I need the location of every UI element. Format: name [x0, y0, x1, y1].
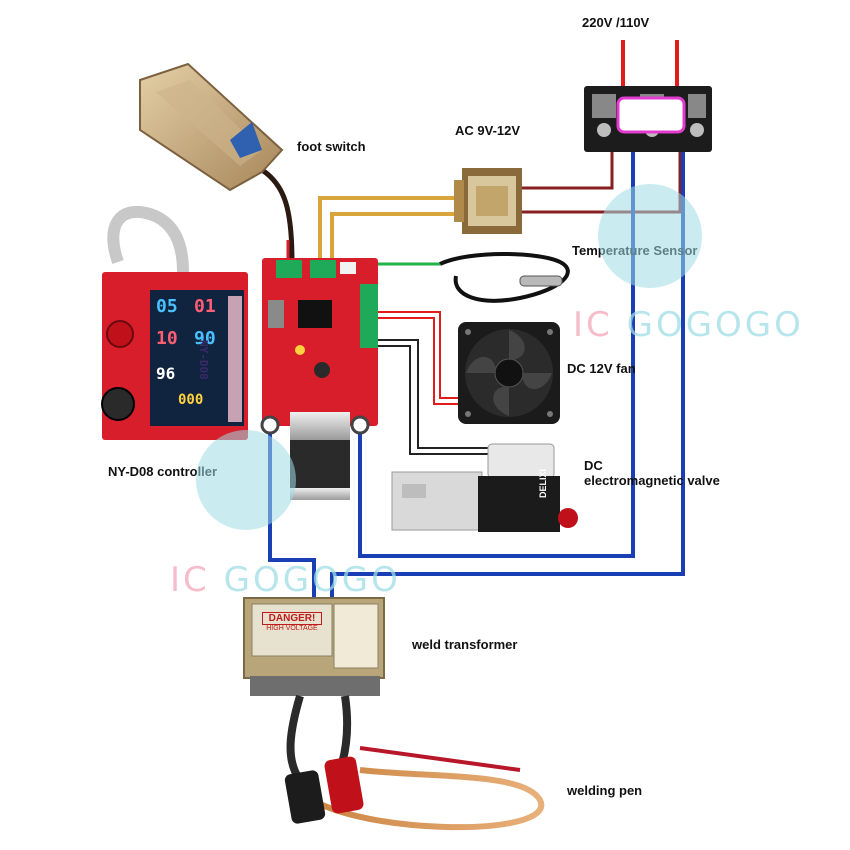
- watermark-logo-1: [598, 184, 702, 288]
- lcd-screen: 05 01 10 90 000 96: [154, 294, 228, 422]
- lcd-model-text: NY-D08: [197, 340, 210, 380]
- danger-plate: DANGER! HIGH VOLTAGE: [262, 612, 322, 632]
- label-fan: DC 12V fan: [567, 361, 636, 376]
- lcd-value-6: 96: [156, 364, 176, 383]
- mains-terminal-block: [584, 86, 712, 152]
- watermark-2: IC GOGOGO: [170, 560, 401, 600]
- mains-input-wires: [621, 40, 679, 88]
- electromagnetic-valve: [391, 443, 578, 532]
- valve-brand: DELIXI: [538, 468, 548, 498]
- main-control-board: [260, 258, 378, 435]
- watermark-1: IC GOGOGO: [573, 305, 804, 345]
- controller-display-board: [101, 272, 248, 440]
- label-welding-pen: welding pen: [567, 783, 643, 798]
- label-mains: 220V /110V: [582, 15, 650, 30]
- watermark-2-prefix: IC: [170, 560, 210, 600]
- watermark-logo-2: [196, 430, 296, 530]
- label-weld-transformer: weld transformer: [412, 637, 518, 652]
- label-ac-supply: AC 9V-12V: [455, 123, 521, 138]
- ac-transformer: [454, 168, 522, 234]
- triac-heatsink: [290, 412, 350, 500]
- dc-fan: [458, 322, 560, 424]
- welding-pen: [284, 746, 545, 831]
- fan-wires: [378, 311, 458, 405]
- foot-switch-cable: [260, 167, 295, 263]
- danger-text: DANGER!: [262, 612, 322, 625]
- weld-transformer: [243, 597, 385, 783]
- foot-switch-pedal: [139, 62, 284, 192]
- ac-to-controller-wires: [318, 196, 462, 262]
- temperature-sensor: [439, 252, 570, 303]
- label-foot-switch: foot switch: [297, 139, 366, 154]
- label-controller: NY-D08 controller: [108, 464, 218, 479]
- watermark-1-suffix: GOGOGO: [626, 305, 804, 345]
- ribbon-cable: [107, 205, 189, 273]
- lcd-value-1: 05: [156, 296, 178, 317]
- label-valve-1: DC: [584, 458, 603, 473]
- lcd-value-5: 000: [178, 392, 204, 408]
- valve-wires: [378, 339, 492, 455]
- lcd-value-3: 10: [156, 328, 178, 349]
- lcd-value-2: 01: [194, 296, 216, 317]
- watermark-1-prefix: IC: [573, 305, 613, 345]
- danger-subtext: HIGH VOLTAGE: [266, 625, 318, 632]
- lcd-value-4: 90: [194, 328, 216, 349]
- label-valve-2: electromagnetic valve: [584, 473, 720, 488]
- watermark-2-suffix: GOGOGO: [223, 560, 401, 600]
